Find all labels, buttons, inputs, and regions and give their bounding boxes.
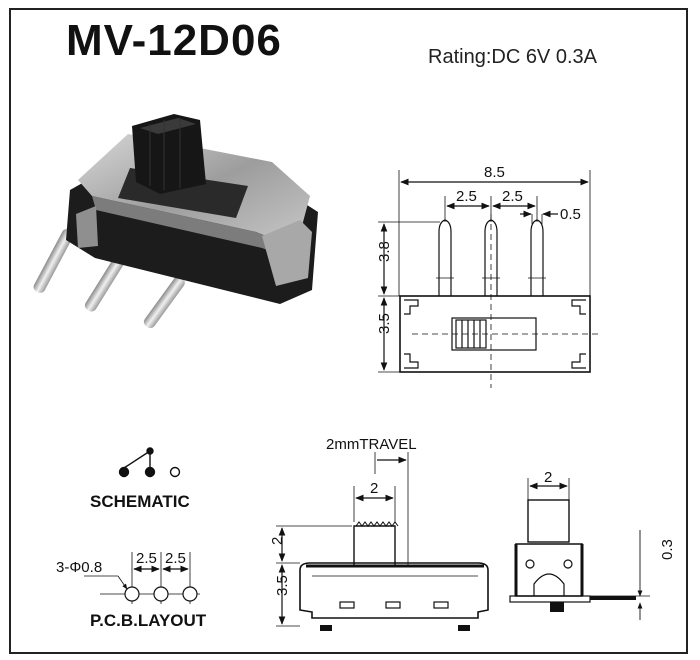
dim-overall-width: 8.5 (484, 164, 505, 181)
pcb-layout-label: P.C.B.LAYOUT (90, 611, 207, 630)
side-view-feet (320, 625, 470, 631)
end-view-drawing (509, 478, 650, 620)
drawing-frame (9, 8, 688, 654)
pcb-hole-2 (153, 586, 169, 602)
pcb-pitch-left: 2.5 (136, 550, 157, 567)
photo-pin-2 (84, 254, 126, 312)
travel-label: 2mmTRAVEL (326, 436, 417, 453)
dim-pin-width: 0.5 (560, 206, 581, 223)
pcb-hole-3 (182, 586, 198, 602)
dim-actuator-height: 2 (269, 537, 286, 545)
dim-end-actuator-width: 2 (544, 469, 552, 486)
pcb-pitch-right: 2.5 (165, 550, 186, 567)
photo-pin-3 (143, 276, 185, 329)
top-dimension-drawing (378, 170, 600, 388)
rating-text: Rating:DC 6V 0.3A (428, 46, 597, 68)
photo-pin-1 (33, 228, 74, 293)
pcb-hole-1 (124, 586, 140, 602)
dim-actuator-width: 2 (370, 480, 378, 497)
dim-body-height: 3.5 (376, 313, 393, 334)
model-number: MV-12D06 (66, 16, 282, 65)
dim-pitch-right: 2.5 (502, 188, 523, 205)
dim-side-body-height: 3.5 (274, 575, 291, 596)
dim-pitch-left: 2.5 (456, 188, 477, 205)
dim-plate-thickness: 0.3 (659, 539, 676, 560)
side-view-drawing (276, 452, 489, 627)
dim-pin-height: 3.8 (376, 241, 393, 262)
schematic-label: SCHEMATIC (90, 492, 190, 511)
pcb-layout-drawing (84, 552, 200, 604)
product-photo (33, 114, 318, 329)
schematic-symbol (118, 447, 181, 478)
end-view-fills (550, 596, 636, 612)
pcb-hole-spec: 3-Φ0.8 (56, 559, 102, 576)
